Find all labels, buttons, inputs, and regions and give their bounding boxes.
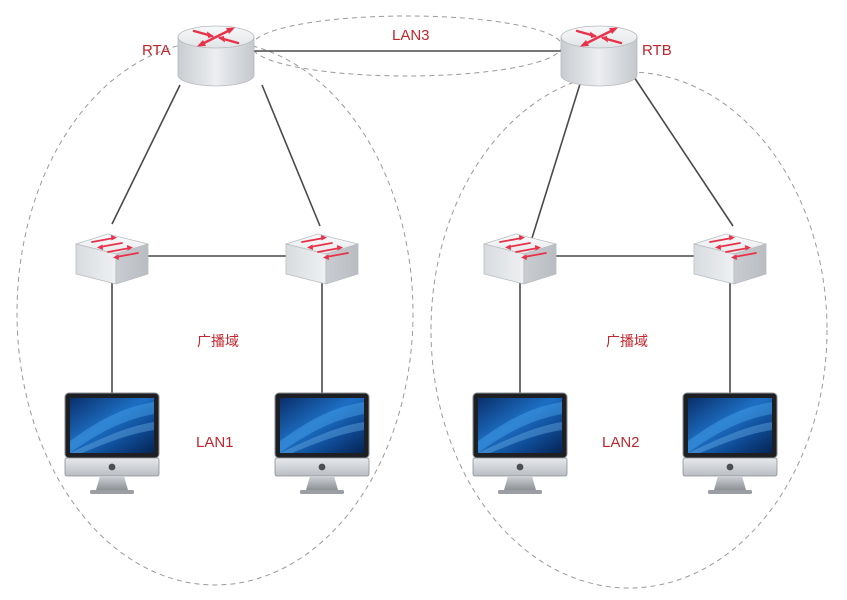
imac-computer-icon[interactable] [682, 392, 778, 495]
router-b-label: RTB [642, 42, 672, 59]
network-links [111, 50, 734, 397]
broadcast-domain-right-label: 广播域 [606, 334, 648, 350]
link-rta-switch2 [261, 84, 321, 227]
router-icon[interactable] [176, 24, 256, 88]
switch-icon[interactable] [693, 233, 767, 285]
imac-computer-icon[interactable] [64, 392, 160, 495]
router-a-label: RTA [142, 42, 171, 59]
lan3-outline [251, 15, 563, 77]
switch-icon[interactable] [75, 233, 149, 285]
switch-icon[interactable] [285, 233, 359, 285]
broadcast-domain-left-outline [16, 40, 414, 586]
link-rtb-switch3 [531, 83, 581, 239]
lan2-label: LAN2 [602, 434, 640, 451]
imac-computer-icon[interactable] [472, 392, 568, 495]
imac-computer-icon[interactable] [274, 392, 370, 495]
router-icon[interactable] [559, 24, 639, 88]
broadcast-domain-right-outline [430, 71, 828, 589]
link-rta-switch1 [111, 84, 181, 225]
broadcast-domain-left-label: 广播域 [197, 334, 239, 350]
lan1-label: LAN1 [196, 434, 234, 451]
lan3-label: LAN3 [392, 27, 430, 44]
link-rtb-switch4 [633, 76, 734, 227]
switch-icon[interactable] [483, 233, 557, 285]
